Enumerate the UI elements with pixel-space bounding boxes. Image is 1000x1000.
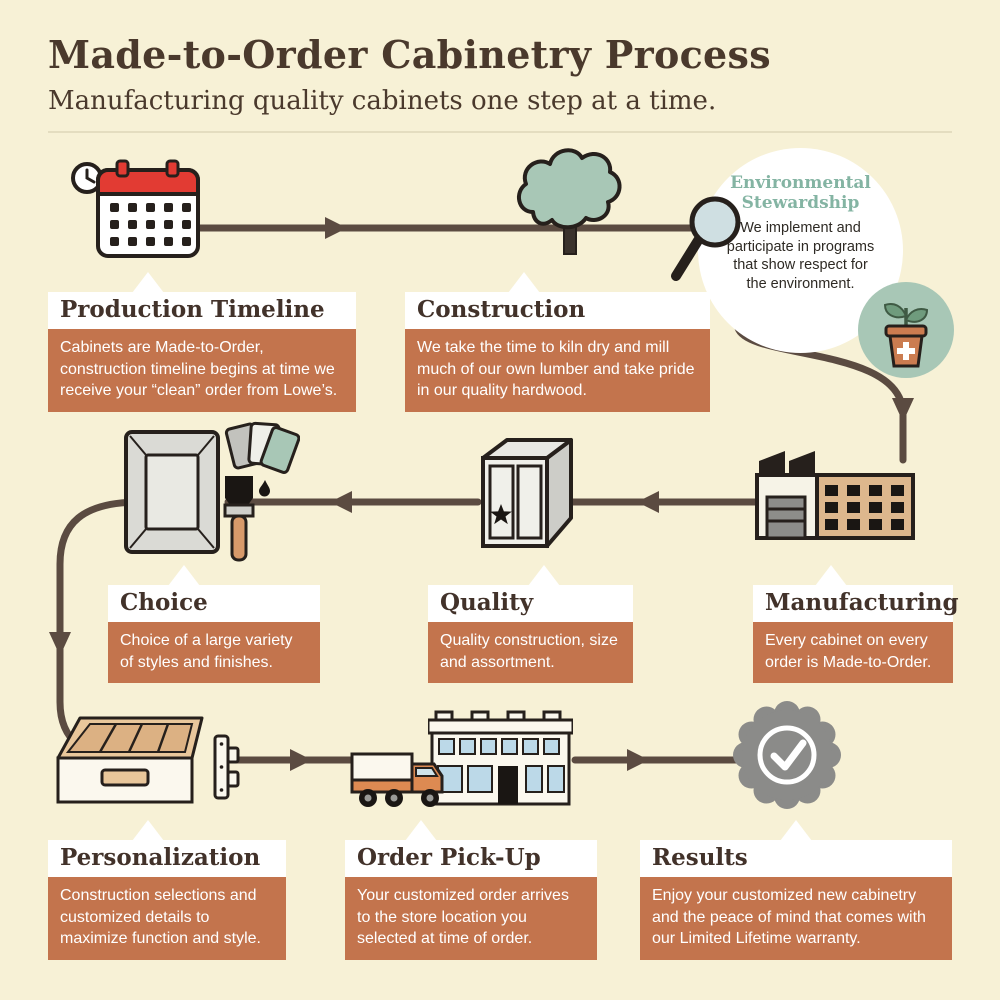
plant-pot-icon [858, 282, 954, 383]
step-quality: Quality Quality construction, size and a… [428, 565, 633, 684]
paint-drop-icon [259, 480, 270, 497]
pointer-triangle [780, 820, 812, 841]
step-manufacturing: Manufacturing Every cabinet on every ord… [753, 565, 959, 684]
step-personalization: Personalization Construction selections … [48, 820, 286, 960]
step-title: Choice [108, 585, 320, 622]
step-results: Results Enjoy your customized new cabine… [640, 820, 952, 960]
paintbrush-icon [216, 472, 274, 572]
step-choice: Choice Choice of a large variety of styl… [108, 565, 320, 684]
page-title: Made-to-Order Cabinetry Process [48, 32, 771, 77]
step-description: Cabinets are Made-to-Order, construction… [48, 329, 356, 412]
truck-icon [350, 748, 460, 817]
header-divider [48, 131, 952, 133]
pointer-triangle [508, 272, 540, 293]
pointer-triangle [132, 272, 164, 293]
step-description: Every cabinet on every order is Made-to-… [753, 622, 953, 684]
step-description: Your customized order arrives to the sto… [345, 877, 597, 960]
step-description: Construction selections and customized d… [48, 877, 286, 960]
pointer-triangle [168, 565, 200, 586]
step-title: Order Pick-Up [345, 840, 597, 877]
env-bubble-title: Environmental Stewardship [698, 173, 903, 213]
env-title-line2: Stewardship [741, 192, 860, 213]
env-bubble-body: We implement and participate in programs… [726, 220, 875, 292]
pointer-triangle [132, 820, 164, 841]
page-subtitle: Manufacturing quality cabinets one step … [48, 86, 717, 116]
hinge-icon [212, 732, 242, 807]
env-title-line1: Environmental [730, 173, 871, 193]
step-production-timeline: Production Timeline Cabinets are Made-to… [48, 272, 356, 412]
step-title: Construction [405, 292, 710, 329]
magnifier-icon [660, 192, 750, 292]
step-title: Results [640, 840, 952, 877]
step-title: Manufacturing [753, 585, 959, 622]
door-panel-icon [122, 428, 222, 561]
step-order-pickup: Order Pick-Up Your customized order arri… [345, 820, 597, 960]
step-description: Quality construction, size and assortmen… [428, 622, 633, 684]
step-description: Enjoy your customized new cabinetry and … [640, 877, 952, 960]
step-description: We take the time to kiln dry and mill mu… [405, 329, 710, 412]
step-title: Quality [428, 585, 633, 622]
pointer-triangle [528, 565, 560, 586]
pointer-triangle [405, 820, 437, 841]
tree-icon [508, 140, 633, 265]
cabinet-star-icon [475, 428, 580, 565]
step-title: Personalization [48, 840, 286, 877]
factory-icon [755, 445, 915, 545]
pointer-triangle [815, 565, 847, 586]
step-description: Choice of a large variety of styles and … [108, 622, 320, 684]
step-title: Production Timeline [48, 292, 356, 329]
drawer-icon [56, 714, 206, 811]
color-swatches-icon [220, 418, 301, 485]
flow-arrows [49, 217, 914, 771]
ribbon-badge-check-icon [732, 700, 842, 815]
calendar-clock-icon [70, 158, 205, 268]
step-construction: Construction We take the time to kiln dr… [405, 272, 710, 412]
